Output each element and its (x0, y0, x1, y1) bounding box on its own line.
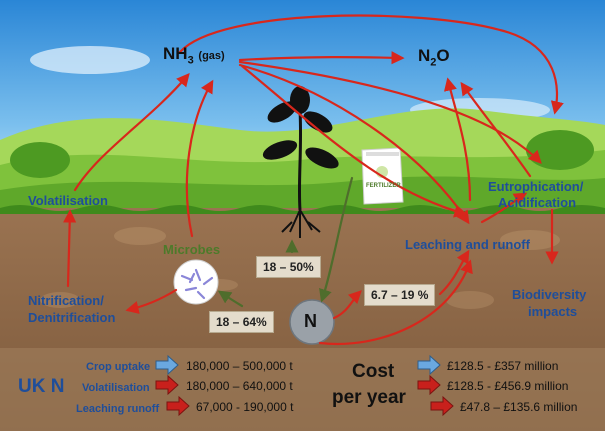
arrow-nh3-to-leaching (238, 63, 470, 225)
biodiversity-label-1: Biodiversity (512, 287, 587, 302)
uk-row-label: Volatilisation (82, 382, 150, 394)
uk-row-volatilisation: Volatilisation (82, 380, 150, 394)
nh3-subscript: 3 (187, 54, 194, 67)
arrow-nh3-to-soil (240, 64, 468, 218)
uk-row-crop: Crop uptake (86, 359, 150, 373)
nh3-gas-suffix: (gas) (198, 50, 225, 62)
cloud (30, 46, 150, 74)
arrow-eutrophication-to-n2o (460, 81, 532, 178)
nitrification-label-2: Denitrification (28, 310, 116, 325)
soil-lower-band (0, 348, 605, 431)
arrow-volatilisation-icon (155, 374, 179, 396)
leaching-percentage: 6.7 – 19 % (364, 284, 436, 306)
leaching-label: Leaching and runoff (405, 237, 530, 252)
eutrophication-label-1: Eutrophication/ (488, 179, 584, 194)
arrow-top-loop (178, 14, 564, 115)
arrow-nh3-to-n2o (238, 51, 405, 65)
arrow-microbes-to-nitrification (125, 288, 178, 315)
plant-uptake-percentage: 18 – 50% (256, 256, 321, 278)
arrow-fertilizer-to-n (319, 176, 354, 303)
soil-pebble (40, 292, 80, 308)
plant-icon (262, 86, 339, 238)
nitrification-label-1: Nitrification/ (28, 293, 104, 308)
cost-row-value: £128.5 - £456.9 million (447, 379, 569, 393)
arrow-cost-crop-icon (417, 354, 441, 376)
microbes-icon (173, 259, 219, 305)
microbes-percentage: 18 – 64% (209, 311, 274, 333)
n2o-main: N (418, 46, 431, 65)
n2o-suffix: O (436, 46, 450, 65)
volatilisation-label: Volatilisation (28, 193, 108, 208)
arrow-n-to-leaching-box (332, 290, 362, 320)
eutrophication-label-2: Acidification (498, 195, 577, 210)
arrow-nh3-to-eutrophication (238, 60, 542, 164)
cost-row-value: £128.5 - £357 million (447, 359, 559, 373)
arrow-nitrification-to-volatilisation (63, 209, 77, 288)
soil-pebble (500, 230, 560, 250)
biodiversity-label-2: impacts (528, 304, 578, 319)
arrow-leaching-to-eutrophication (480, 192, 528, 224)
soil-pebble (446, 291, 494, 309)
nitrogen-node-label: N (304, 311, 317, 331)
nitrogen-node (289, 299, 335, 345)
uk-row-label: Crop uptake (86, 361, 151, 373)
arrow-cost-volatilisation-icon (417, 374, 441, 396)
nh3-main: NH (163, 44, 188, 63)
arrow-leaching-box-to-runoff (438, 249, 470, 296)
uk-row-value: 180,000 – 640,000 t (186, 379, 293, 393)
n2o-subscript: 2 (430, 56, 437, 69)
arrow-leaching-icon (166, 395, 190, 417)
cost-row-value: £47.8 – £135.6 million (460, 400, 578, 414)
bush (10, 142, 70, 178)
bush (526, 130, 594, 170)
arrow-n-to-leaching-long (318, 259, 473, 346)
uk-n-title: UK N (18, 376, 65, 397)
soil-pebble (114, 227, 166, 245)
n2o-label: N2O (418, 47, 450, 68)
uk-row-value: 180,000 – 500,000 t (186, 359, 293, 373)
uk-legend-arrows (155, 354, 454, 417)
uk-row-label: Leaching runoff (76, 403, 160, 415)
arrow-crop-uptake-icon (155, 354, 179, 376)
cost-title-2: per year (332, 387, 406, 408)
arrow-cost-leaching-icon (430, 395, 454, 417)
uk-row-value: 67,000 - 190,000 t (196, 400, 294, 414)
arrow-n-to-microbes (217, 290, 244, 308)
fertilizer-label: FERTILIZER (366, 183, 401, 189)
arrow-leaching-to-n2o (443, 77, 472, 202)
cost-title-1: Cost (352, 361, 395, 382)
microbes-label: Microbes (163, 242, 221, 257)
nh3-label: NH3 (gas) (163, 45, 225, 66)
arrow-microbes-to-nh3 (185, 79, 214, 238)
uk-row-leaching: Leaching runoff (76, 401, 159, 415)
arrow-volatilisation-to-nh3 (73, 72, 190, 192)
